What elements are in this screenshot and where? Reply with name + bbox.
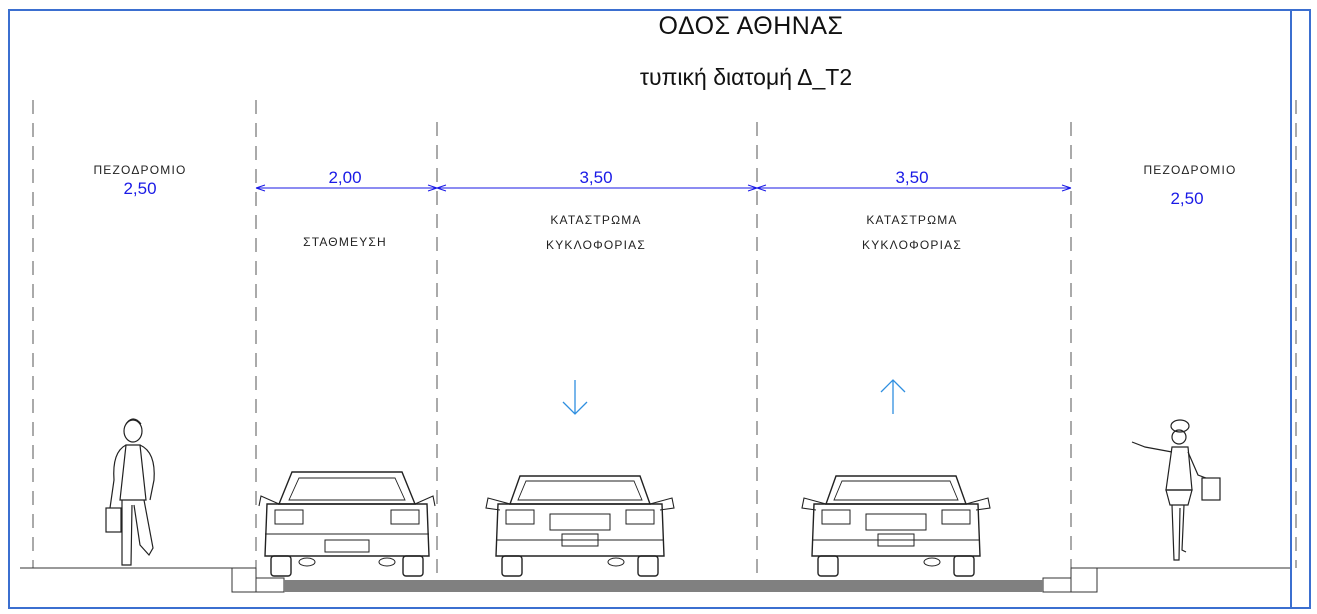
left-sidewalk-label: ΠΕΖΟΔΡΟΜΙΟ [93,163,187,177]
dimension-line [255,184,1072,192]
drawing-subtitle: τυπική διατομή Δ_Τ2 [639,64,853,90]
lane-1-width: 3,50 [579,168,613,187]
lane-2-label-line1: ΚΑΤΑΣΤΡΩΜΑ [866,213,958,227]
man-pedestrian-icon [105,418,155,566]
arrow-down-icon [562,380,588,415]
pavement [284,580,1043,592]
car-lane-1-icon [485,475,675,577]
lane-1-label-line1: ΚΑΤΑΣΤΡΩΜΑ [550,213,642,227]
zone-dividers [32,100,1297,580]
drawing-title: ΟΔΟΣ ΑΘΗΝΑΣ [658,12,844,40]
parking-width: 2,00 [328,168,362,187]
car-lane-2-icon [801,475,991,577]
woman-pedestrian-icon [1131,419,1221,561]
arrow-up-icon [880,379,906,414]
lane-1-label-line2: ΚΥΚΛΟΦΟΡΙΑΣ [546,238,646,252]
right-sidewalk-width: 2,50 [1170,189,1204,208]
parking-label: ΣΤΑΘΜΕΥΣΗ [303,235,387,249]
right-sidewalk-label: ΠΕΖΟΔΡΟΜΙΟ [1143,163,1237,177]
lane-2-label-line2: ΚΥΚΛΟΦΟΡΙΑΣ [862,238,962,252]
frame-border [8,9,1311,609]
parked-car-icon [258,471,436,577]
lane-2-width: 3,50 [895,168,929,187]
left-sidewalk-width: 2,50 [123,179,157,198]
